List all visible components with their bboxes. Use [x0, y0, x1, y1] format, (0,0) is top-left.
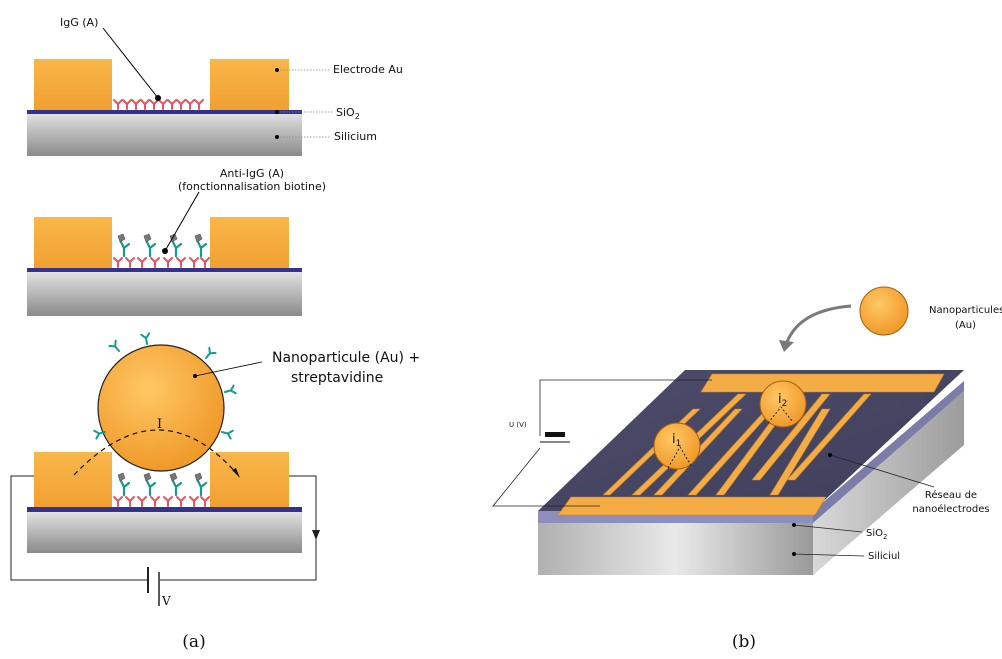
nanoparticle-i2 — [759, 380, 807, 428]
silicium-leader-dot — [275, 135, 279, 139]
deposition-arrow — [785, 304, 852, 343]
gold-nanoparticle — [97, 344, 225, 472]
circuit-arrow — [312, 530, 320, 540]
array-leader — [829, 454, 935, 488]
nanoparticle-label-1: Nanoparticule (Au) + — [272, 350, 420, 366]
source-label: U (V) — [509, 421, 527, 429]
current-i1-label: i1 — [672, 432, 681, 449]
panel-a: IgG (A) Electrode Au SiO2 Silicium — [10, 16, 420, 652]
sio2-layer-1 — [27, 110, 302, 114]
deposition-arrowhead — [779, 340, 794, 352]
silicon-layer-2 — [27, 272, 302, 316]
caption-b: (b) — [732, 632, 756, 652]
caption-a: (a) — [182, 632, 205, 652]
igg-antibodies-2 — [113, 257, 210, 268]
panel-b: U (V) i1 i2 Nanoparticules (Au) Réseau d… — [492, 286, 1002, 652]
anti-igg-molecules-3 — [116, 471, 208, 497]
electrode-leader-dot — [275, 68, 279, 72]
nanoelectrode-array — [557, 373, 945, 516]
antiigg-pointer-line — [164, 191, 200, 252]
silicon-layer-1 — [27, 113, 302, 156]
array-label-1: Réseau de — [925, 489, 977, 501]
nanoparticle-incoming — [859, 286, 909, 336]
source-wire-top — [539, 379, 603, 436]
silicon-front-face — [538, 523, 813, 575]
electrode-label: Electrode Au — [333, 63, 403, 76]
sio2-b-leader — [793, 524, 863, 533]
nanoparticle-label-2: streptavidine — [291, 370, 383, 386]
array-label-2: nanoélectrodes — [912, 503, 989, 515]
source-wire-bottom — [492, 447, 600, 507]
current-i2-path — [767, 406, 794, 424]
antiigg-pointer-dot — [162, 248, 168, 254]
circuit-wire-right — [160, 475, 317, 581]
silicon-right-face — [813, 391, 964, 575]
igg-pointer-line — [102, 27, 159, 99]
stage-2-anti-igg: Anti-IgG (A) (fonctionnalisation biotine… — [27, 167, 326, 316]
sio2-layer-3 — [27, 507, 302, 512]
top-bus-electrode — [700, 373, 945, 393]
anti-igg-molecules-2 — [116, 232, 208, 258]
igg-antibodies-3 — [113, 496, 210, 507]
sio2-b-leader-dot — [792, 523, 796, 527]
finger-6 — [751, 393, 831, 481]
finger-8 — [786, 393, 872, 481]
antiigg-note: (fonctionnalisation biotine) — [178, 180, 326, 193]
current-i2-label: i2 — [778, 392, 787, 409]
stage-3-nanoparticle: V — [10, 332, 420, 608]
stage-1-igg: IgG (A) Electrode Au SiO2 Silicium — [27, 16, 403, 156]
current-arrowhead — [232, 468, 240, 478]
electrode-left-1 — [34, 59, 112, 110]
silicium-label: Silicium — [334, 130, 377, 143]
electrode-left-2 — [34, 217, 112, 268]
igg-antibodies-1 — [113, 99, 204, 110]
current-i1-path — [667, 446, 693, 469]
electrode-right-1 — [210, 59, 289, 110]
sio2-label-b: SiO2 — [866, 528, 887, 541]
bottom-bus-electrode — [557, 496, 827, 516]
silicon-label-b: Siliciul — [868, 551, 900, 562]
voltage-label: V — [161, 594, 171, 608]
silicon-b-leader — [793, 553, 865, 557]
source-plate-thick — [545, 432, 565, 437]
electrode-left-3 — [34, 452, 112, 507]
nanoparticle-pointer — [194, 361, 263, 377]
silicon-b-leader-dot — [792, 552, 796, 556]
igg-label: IgG (A) — [60, 16, 98, 29]
silicon-layer-3 — [27, 512, 302, 553]
electrode-right-2 — [210, 217, 289, 268]
antiigg-label: Anti-IgG (A) — [220, 167, 284, 180]
sio2-right-face — [813, 381, 964, 523]
array-leader-dot — [828, 453, 832, 457]
sio2-layer-2 — [27, 268, 302, 272]
sio2-leader-dot — [275, 110, 279, 114]
finger-7 — [769, 408, 831, 496]
sio2-label-a: SiO2 — [336, 106, 360, 121]
current-path — [73, 429, 239, 476]
circuit-wire — [10, 475, 148, 581]
igg-pointer-dot — [155, 95, 161, 101]
current-label: I — [157, 417, 162, 432]
electrode-right-3 — [210, 452, 289, 507]
nanoparticle-pointer-dot — [193, 374, 197, 378]
nanoparticles-label-1: Nanoparticules — [929, 305, 1002, 316]
nanoparticles-label-2: (Au) — [955, 320, 976, 331]
nanoparticle-i1 — [653, 422, 701, 470]
